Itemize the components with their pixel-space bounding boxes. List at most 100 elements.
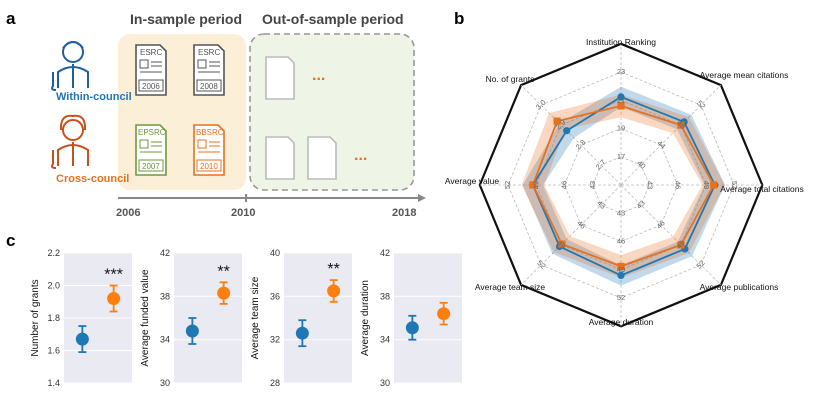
mini-point: [295, 326, 309, 340]
radar-marker-series-0: [563, 127, 571, 135]
radar-marker-series-1: [677, 241, 685, 249]
mini-tick-label: 36: [270, 291, 280, 301]
radar-spoke: [520, 84, 622, 186]
within-council-label: Within-council: [56, 91, 132, 103]
ellipsis-bottom: ...: [354, 147, 367, 164]
radar-tick-label: 52: [617, 293, 625, 302]
mini-significance: **: [327, 261, 339, 278]
mini-plot-area: [174, 253, 242, 383]
panel-a: a In-sample period Out-of-sample period …: [6, 9, 426, 219]
mini-tick-label: 32: [270, 335, 280, 345]
mini-point: [327, 284, 341, 298]
radar-marker-series-0: [617, 271, 625, 279]
doc-year: 2010: [200, 162, 218, 171]
radar-marker-series-1: [617, 262, 625, 270]
radar-tick-label: 46: [674, 181, 683, 189]
doc-year: 2006: [142, 82, 160, 91]
mini-tick-label: 1.6: [47, 346, 60, 356]
doc-org: EPSRC: [138, 128, 166, 137]
mini-tick-label: 40: [270, 248, 280, 258]
mini-tick-label: 2.2: [47, 248, 60, 258]
mini-tick-label: 2.0: [47, 281, 60, 291]
radar-marker-series-1: [529, 181, 537, 189]
doc-org: BBSRC: [196, 128, 224, 137]
mini-point: [185, 324, 199, 338]
panel-a-label: a: [6, 9, 16, 28]
in-sample-title: In-sample period: [130, 11, 242, 27]
radar-tick-label: 49: [617, 265, 625, 274]
future-docs: [265, 56, 337, 180]
radar-axis-label: Average value: [445, 176, 499, 186]
radar-tick-label: 43: [588, 181, 597, 189]
mini-tick-label: 1.8: [47, 313, 60, 323]
radar-tick-label: 21: [617, 95, 625, 104]
radar-axis-label: Average duration: [589, 317, 654, 327]
radar-spoke: [620, 184, 722, 286]
within-council-scientist-icon: [51, 41, 89, 91]
panel-c-label: c: [6, 231, 15, 250]
mini-tick-label: 34: [160, 335, 170, 345]
radar-tick-label: 43: [645, 181, 654, 189]
panel-b-label: b: [454, 9, 464, 28]
mini-ylabel: Average duration: [360, 280, 371, 356]
radar-band-series-0: [522, 86, 725, 286]
mini-plot-area: [284, 253, 352, 383]
radar-grid-ring: [592, 156, 650, 214]
mini-plot-area: [394, 253, 462, 383]
radar-marker-series-1: [710, 181, 718, 189]
radar-tick-label: 17: [617, 152, 625, 161]
mini-point: [217, 286, 231, 300]
mini-tick-label: 30: [380, 378, 390, 388]
timeline-label-end: 2018: [392, 207, 416, 219]
radar-marker-series-1: [617, 102, 625, 110]
mini-tick-label: 28: [270, 378, 280, 388]
mini-point: [107, 292, 121, 305]
radar-spoke: [520, 184, 622, 286]
doc-org: ESRC: [140, 48, 162, 57]
cross-council-label: Cross-council: [56, 173, 129, 185]
mini-tick-label: 38: [380, 291, 390, 301]
cross-council-scientist-icon: [51, 114, 89, 169]
timeline-label-mid: 2010: [231, 207, 255, 219]
radar-axis-label: Average publications: [700, 282, 779, 292]
radar-tick-label: 19: [617, 123, 625, 132]
doc-esrc-2008: ESRC 2008: [193, 44, 225, 96]
doc-org: ESRC: [198, 48, 220, 57]
mini-tick-label: 42: [380, 248, 390, 258]
mini-ylabel: Average team size: [250, 276, 261, 359]
radar-axis-label: No. of grants: [486, 74, 535, 84]
radar-grid-ring: [535, 99, 707, 271]
mini-tick-label: 38: [160, 291, 170, 301]
radar-axis-label: Average team size: [475, 282, 546, 292]
mini-point: [75, 332, 89, 346]
mini-tick-label: 42: [160, 248, 170, 258]
radar-tick-label: 46: [617, 236, 625, 245]
radar-tick-label: 46: [559, 181, 568, 189]
radar-tick-label: 52: [730, 181, 739, 189]
mini-tick-label: 1.4: [47, 378, 60, 388]
radar-marker-series-1: [558, 240, 566, 248]
mini-significance: **: [217, 263, 229, 280]
radar-marker-series-1: [553, 117, 561, 125]
doc-bbsrc-2010: BBSRC 2010: [193, 124, 225, 176]
mini-ylabel: Number of grants: [30, 279, 41, 356]
mini-point: [405, 321, 419, 335]
timeline-arrow: [418, 194, 426, 202]
radar-grid-ring: [564, 128, 678, 242]
radar-axis-label: Average total citations: [720, 184, 803, 194]
radar-marker-series-0: [617, 93, 625, 101]
mini-significance: ***: [104, 267, 123, 284]
radar-tick-label: 43: [617, 208, 625, 217]
radar-axis-label: Average mean citations: [700, 70, 789, 80]
radar-marker-series-1: [677, 121, 685, 129]
mini-ylabel: Average funded value: [140, 269, 151, 367]
doc-esrc-2006: ESRC 2006: [135, 44, 167, 96]
ellipsis-top: ...: [312, 67, 325, 84]
